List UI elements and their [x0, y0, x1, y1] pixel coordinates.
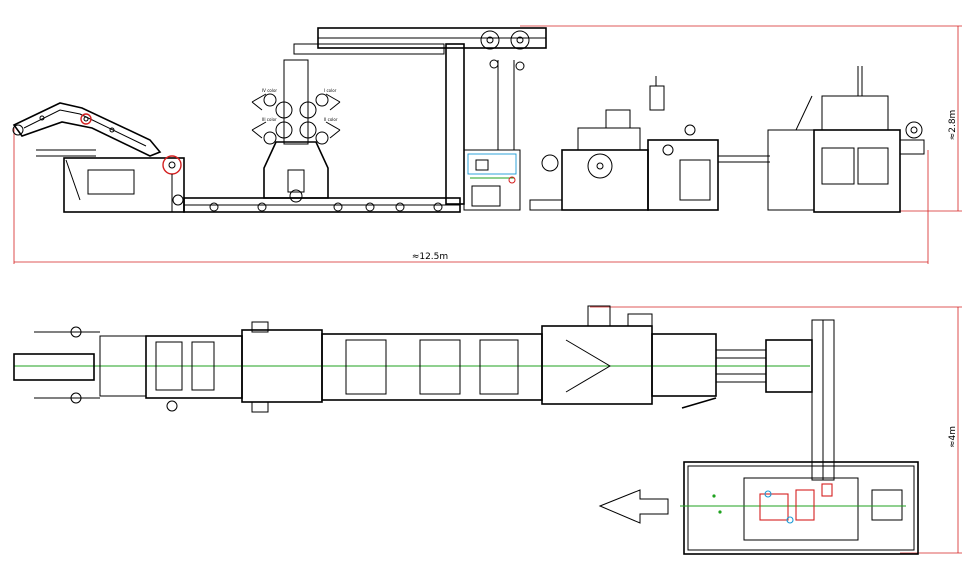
- unwinder-arm: [12, 102, 162, 157]
- print-unit-3-label: III color: [262, 117, 277, 122]
- height-dimension: ≈2.8m: [520, 25, 962, 212]
- side-elevation-view: ≈12.5m ≈2.8m: [12, 25, 962, 264]
- cutting-section: [647, 124, 770, 211]
- print-tower: IV color I color III color II color: [251, 59, 341, 203]
- overhead-gantry: [293, 27, 547, 205]
- unwinder-plan: [13, 326, 147, 404]
- print-unit-4-label: IV color: [262, 88, 277, 93]
- length-dimension-label: ≈12.5m: [412, 252, 448, 262]
- plan-view: ≈4m: [13, 305, 962, 555]
- unwinder-frame: [36, 149, 185, 213]
- packing-table: [680, 461, 919, 555]
- arrow-left-icon: [598, 489, 669, 524]
- output-section: [767, 66, 925, 213]
- line-modules-plan: [145, 305, 813, 413]
- web-guide-unit: [463, 149, 521, 211]
- sealing-section: [529, 76, 665, 211]
- transfer-conveyor: [811, 319, 835, 481]
- print-unit-1-label: I color: [324, 88, 337, 93]
- length-dimension: ≈12.5m: [13, 128, 929, 264]
- base-rail: [183, 197, 461, 213]
- width-dimension: ≈4m: [590, 306, 962, 554]
- width-dimension-label: ≈4m: [948, 426, 958, 448]
- print-unit-2-label: II color: [324, 117, 338, 122]
- height-dimension-label: ≈2.8m: [948, 110, 958, 141]
